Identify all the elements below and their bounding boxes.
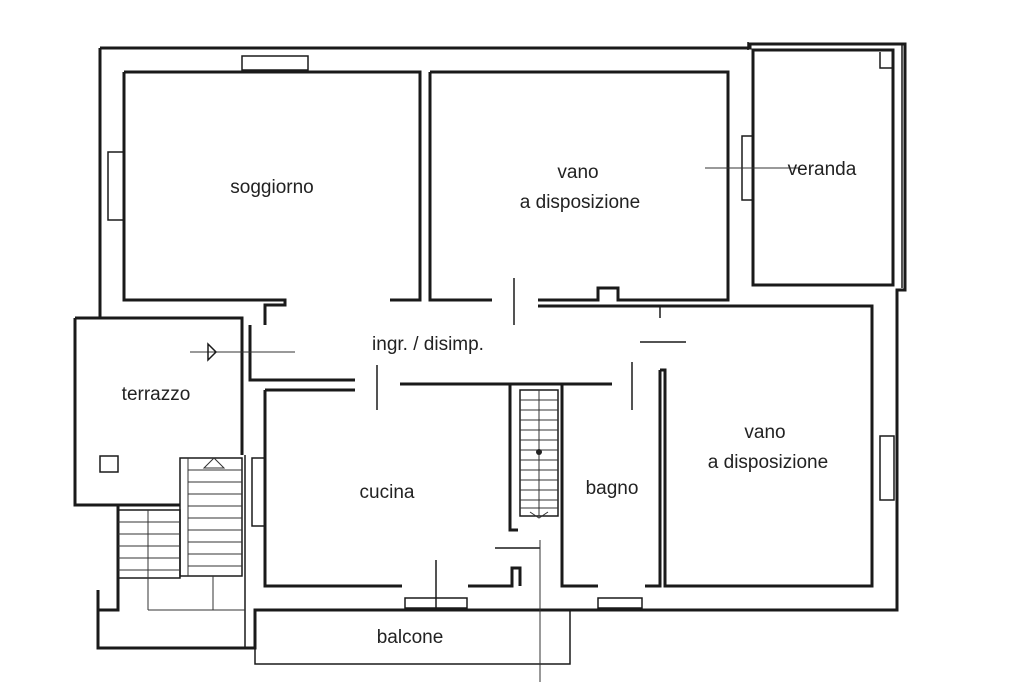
label-vano-2-line2: a disposizione xyxy=(708,452,828,473)
terrazzo-fixture xyxy=(99,455,119,473)
label-ingresso: ingr. / disimp. xyxy=(372,334,484,355)
entrance-arrow-icon xyxy=(207,342,218,362)
label-bagno: bagno xyxy=(586,478,639,499)
interior-walls xyxy=(96,48,895,648)
label-cucina: cucina xyxy=(360,482,415,503)
label-terrazzo: terrazzo xyxy=(122,384,191,405)
external-staircase xyxy=(117,457,245,611)
label-soggiorno: soggiorno xyxy=(230,177,313,198)
internal-staircase xyxy=(519,389,559,519)
room-labels: soggiorno vano a disposizione veranda in… xyxy=(122,159,857,648)
label-vano-1-line2: a disposizione xyxy=(520,192,640,213)
balcone-parapet xyxy=(254,610,571,665)
door-lines xyxy=(376,278,686,610)
label-balcone: balcone xyxy=(377,627,444,648)
section-lines xyxy=(190,167,800,682)
label-veranda: veranda xyxy=(788,159,857,180)
label-vano-2-line1: vano xyxy=(744,422,785,443)
label-vano-1-line1: vano xyxy=(557,162,598,183)
outer-walls xyxy=(73,42,907,650)
windows xyxy=(107,42,903,609)
